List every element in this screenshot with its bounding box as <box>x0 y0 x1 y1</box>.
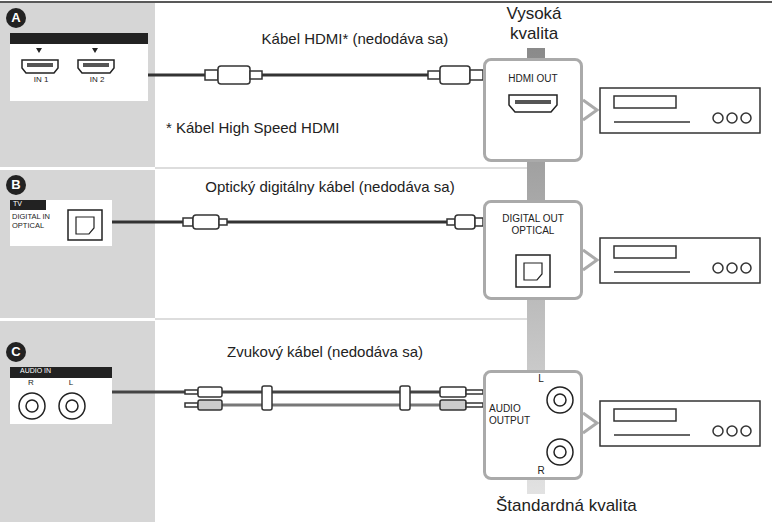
port-label: DIGITAL IN OPTICAL <box>12 213 62 230</box>
hdmi-output-box: HDMI OUT <box>483 58 583 162</box>
port-label: DIGITAL OUT OPTICAL <box>498 213 568 236</box>
callout-letter: C <box>6 342 26 362</box>
cable-label: Zvukový kábel (nedodáva sa) <box>195 343 455 360</box>
audio-output-box: L AUDIO OUTPUT R <box>483 370 583 480</box>
pin-label: L <box>534 373 548 385</box>
quality-label: Štandardná kvalita <box>496 496 637 516</box>
port-label: IN 2 <box>84 75 110 84</box>
panel-title: AUDIO IN <box>20 367 51 375</box>
footnote: * Kábel High Speed HDMI <box>166 119 339 136</box>
port-label: AUDIO OUTPUT <box>489 403 537 426</box>
pin-label: R <box>26 378 36 387</box>
port-label: HDMI OUT <box>496 73 570 85</box>
audio-input-panel: AUDIO IN R L <box>10 367 112 424</box>
hdmi-input-panel: IN 1 IN 2 <box>10 33 148 101</box>
pin-label: R <box>534 465 548 477</box>
pin-label: L <box>66 378 76 387</box>
optical-output-box: DIGITAL OUT OPTICAL <box>483 200 583 300</box>
callout-letter: B <box>6 175 26 195</box>
optical-input-panel: TV DIGITAL IN OPTICAL <box>10 200 112 246</box>
panel-title: TV <box>13 200 22 208</box>
cable-label: Optický digitálny kábel (nedodáva sa) <box>180 178 480 195</box>
cable <box>112 391 483 394</box>
cable-label: Kábel HDMI* (nedodáva sa) <box>225 30 485 47</box>
callout-letter: A <box>6 8 26 28</box>
port-label: IN 1 <box>28 75 54 84</box>
cable <box>112 221 483 224</box>
quality-label: Vysoká kvalita <box>496 4 572 43</box>
